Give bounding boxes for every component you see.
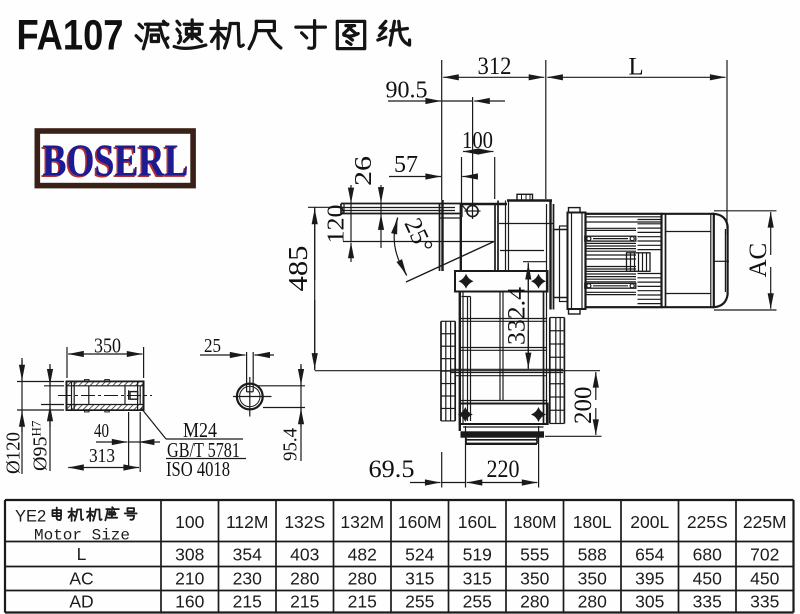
svg-text:225M: 225M [743,512,787,532]
svg-text:335: 335 [750,592,779,612]
svg-text:315: 315 [405,569,434,589]
svg-text:482: 482 [348,545,377,565]
svg-text:350: 350 [520,569,549,589]
svg-text:312: 312 [478,53,512,80]
svg-text:255: 255 [405,592,434,612]
svg-text:403: 403 [290,545,319,565]
svg-text:160: 160 [175,592,204,612]
svg-text:AD: AD [69,592,93,612]
svg-text:200L: 200L [630,512,669,532]
svg-text:132M: 132M [340,512,384,532]
svg-text:485: 485 [283,246,313,292]
svg-text:112M: 112M [226,512,268,532]
svg-text:702: 702 [750,545,779,565]
svg-text:57: 57 [394,152,418,178]
svg-text:90.5: 90.5 [386,78,428,104]
svg-text:395: 395 [635,569,664,589]
svg-text:69.5: 69.5 [369,456,415,483]
svg-text:180L: 180L [573,512,612,532]
svg-text:588: 588 [578,545,607,565]
svg-text:ISO 4018: ISO 4018 [166,457,230,481]
svg-text:315: 315 [463,569,492,589]
svg-text:519: 519 [463,545,492,565]
svg-text:26: 26 [351,156,377,186]
svg-text:AC: AC [69,569,93,589]
svg-text:215: 215 [348,592,377,612]
svg-text:L: L [77,544,87,564]
svg-text:225S: 225S [687,512,728,532]
svg-text:160M: 160M [398,512,442,532]
svg-text:132S: 132S [284,512,325,532]
svg-text:555: 555 [520,545,549,565]
svg-text:215: 215 [233,592,262,612]
svg-text:200: 200 [570,387,597,425]
svg-text:160L: 160L [458,512,497,532]
svg-text:210: 210 [175,569,204,589]
svg-text:280: 280 [520,592,549,612]
svg-text:350: 350 [578,569,607,589]
svg-text:M24: M24 [183,418,217,442]
svg-text:Motor Size: Motor Size [34,527,130,545]
svg-text:654: 654 [635,545,664,565]
svg-text:215: 215 [290,592,319,612]
svg-text:350: 350 [94,334,121,358]
svg-text:Ø120: Ø120 [3,432,25,474]
svg-text:120: 120 [324,205,350,244]
svg-text:25: 25 [204,335,221,357]
svg-text:450: 450 [693,569,722,589]
svg-text:BOSERL: BOSERL [43,135,189,186]
svg-text:100: 100 [462,128,493,154]
svg-text:305: 305 [635,592,664,612]
svg-text:220: 220 [487,456,520,483]
svg-text:BOSERL: BOSERL [41,136,187,187]
svg-text:L: L [628,54,643,81]
svg-text:180M: 180M [513,512,557,532]
svg-text:313: 313 [89,445,115,467]
svg-text:100: 100 [175,512,204,532]
svg-text:308: 308 [175,545,204,565]
svg-text:280: 280 [348,569,377,589]
svg-text:95.4: 95.4 [280,428,302,461]
svg-text:280: 280 [578,592,607,612]
svg-text:230: 230 [233,569,262,589]
svg-text:450: 450 [750,569,779,589]
svg-text:40: 40 [94,420,109,442]
svg-text:280: 280 [290,569,319,589]
svg-text:332.4: 332.4 [504,286,531,345]
svg-text:335: 335 [693,592,722,612]
svg-text:FA107: FA107 [17,12,124,60]
svg-text:680: 680 [693,545,722,565]
svg-text:YE2: YE2 [15,508,46,526]
svg-text:524: 524 [405,545,434,565]
svg-text:354: 354 [233,545,262,565]
svg-text:GB/T 5781: GB/T 5781 [167,438,240,462]
svg-text:AC: AC [745,243,772,278]
svg-text:255: 255 [463,592,492,612]
